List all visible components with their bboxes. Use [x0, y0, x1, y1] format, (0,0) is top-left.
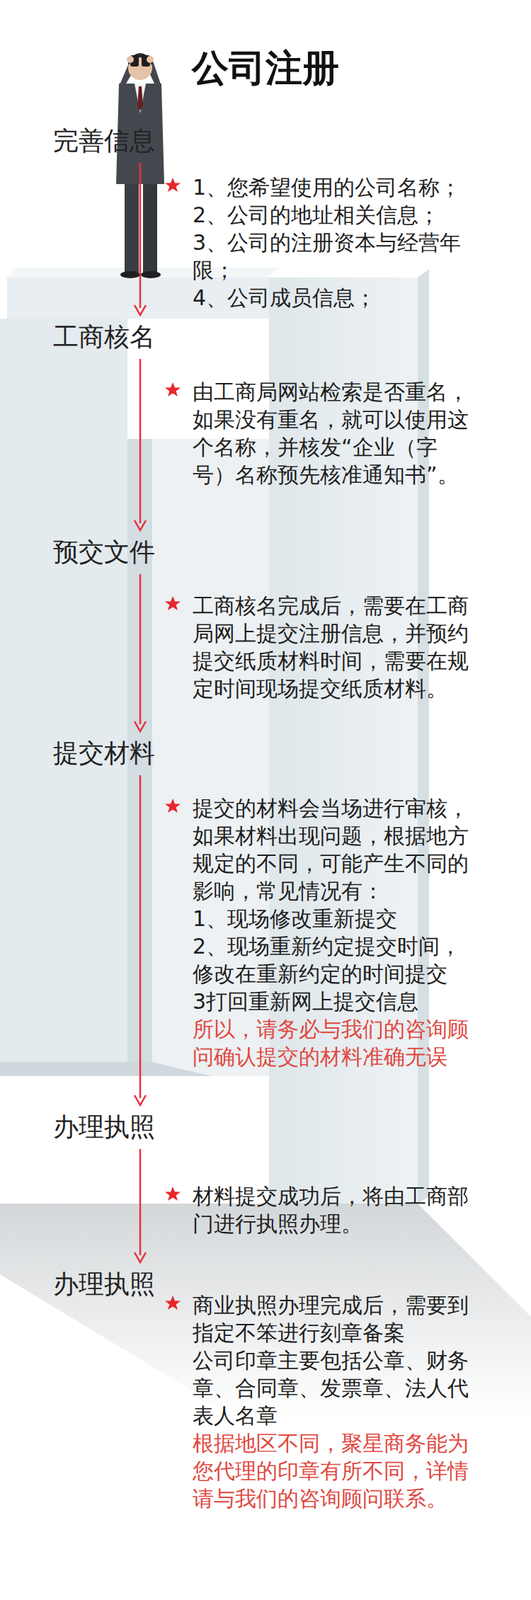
step-heading: 工商核名	[53, 322, 156, 352]
step-text: 工商核名完成后，需要在工商局网上提交注册信息，并预约提交纸质材料时间，需要在规定…	[192, 591, 473, 703]
step-text: 1、您希望使用的公司名称；	[192, 173, 473, 202]
step-heading: 提交材料	[53, 738, 156, 769]
step-text: 3打回重新网上提交信息	[192, 987, 473, 1016]
arrow-line	[139, 162, 142, 308]
step-text: 1、现场修改重新提交	[192, 904, 473, 933]
step-text: 由工商局网站检索是否重名，如果没有重名，就可以使用这个名称，并核发“企业（字号）…	[192, 378, 473, 489]
arrow-line	[139, 775, 142, 1099]
step-text: 根据地区不同，聚星商务能为您代理的印章有所不同，详情请与我们的咨询顾问联系。	[192, 1429, 473, 1513]
arrow-head	[134, 520, 146, 531]
step-text: 公司印章主要包括公章、财务章、合同章、发票章、法人代表人名章	[192, 1346, 473, 1430]
left-wall	[0, 318, 128, 1062]
step-heading: 完善信息	[53, 126, 156, 156]
step-body: 商业执照办理完成后，需要到指定不笨进行刻章备案公司印章主要包括公章、财务章、合同…	[192, 1291, 473, 1513]
arrow-head	[134, 721, 146, 732]
step-text: 4、公司成员信息；	[192, 283, 473, 312]
step-body: 由工商局网站检索是否重名，如果没有重名，就可以使用这个名称，并核发“企业（字号）…	[192, 378, 473, 489]
step-node: 预交文件工商核名完成后，需要在工商局网上提交注册信息，并预约提交纸质材料时间，需…	[53, 537, 156, 568]
step-text: 3、公司的注册资本与经营年限；	[192, 228, 473, 284]
step-text: 2、公司的地址相关信息；	[192, 201, 473, 229]
step-body: 材料提交成功后，将由工商部门进行执照办理。	[192, 1182, 473, 1238]
flow-arrow	[134, 162, 146, 316]
step-node: 办理执照商业执照办理完成后，需要到指定不笨进行刻章备案公司印章主要包括公章、财务…	[53, 1269, 156, 1300]
arrow-head	[134, 305, 146, 316]
step-text: 材料提交成功后，将由工商部门进行执照办理。	[192, 1182, 473, 1238]
step-node: 办理执照材料提交成功后，将由工商部门进行执照办理。	[53, 1112, 156, 1143]
step-body: 1、您希望使用的公司名称；2、公司的地址相关信息；3、公司的注册资本与经营年限；…	[192, 173, 473, 312]
flow-arrow	[134, 358, 146, 531]
arrow-line	[139, 1149, 142, 1256]
step-node: 工商核名由工商局网站检索是否重名，如果没有重名，就可以使用这个名称，并核发“企业…	[53, 322, 156, 352]
step-text: 提交的材料会当场进行审核，如果材料出现问题，根据地方规定的不同，可能产生不同的影…	[192, 794, 473, 905]
arrow-head	[134, 1095, 146, 1106]
step-heading: 办理执照	[53, 1269, 156, 1300]
step-text: 所以，请务必与我们的咨询顾问确认提交的材料准确无误	[192, 1015, 473, 1071]
step-text: 2、现场重新约定提交时间，修改在重新约定的时间提交	[192, 932, 473, 988]
arrow-line	[139, 574, 142, 725]
step-node: 提交材料提交的材料会当场进行审核，如果材料出现问题，根据地方规定的不同，可能产生…	[53, 738, 156, 769]
step-body: 提交的材料会当场进行审核，如果材料出现问题，根据地方规定的不同，可能产生不同的影…	[192, 794, 473, 1071]
step-body: 工商核名完成后，需要在工商局网上提交注册信息，并预约提交纸质材料时间，需要在规定…	[192, 591, 473, 703]
flow-arrow	[134, 775, 146, 1106]
flow-arrow	[134, 1149, 146, 1263]
step-node: 完善信息1、您希望使用的公司名称；2、公司的地址相关信息；3、公司的注册资本与经…	[53, 126, 156, 156]
diagram-title: 公司注册	[0, 45, 531, 91]
step-heading: 办理执照	[53, 1112, 156, 1143]
flow-arrow	[134, 574, 146, 732]
arrow-head	[134, 1252, 146, 1263]
step-heading: 预交文件	[53, 537, 156, 568]
step-text: 商业执照办理完成后，需要到指定不笨进行刻章备案	[192, 1291, 473, 1347]
arrow-line	[139, 358, 142, 524]
star-bullets	[164, 177, 181, 1310]
